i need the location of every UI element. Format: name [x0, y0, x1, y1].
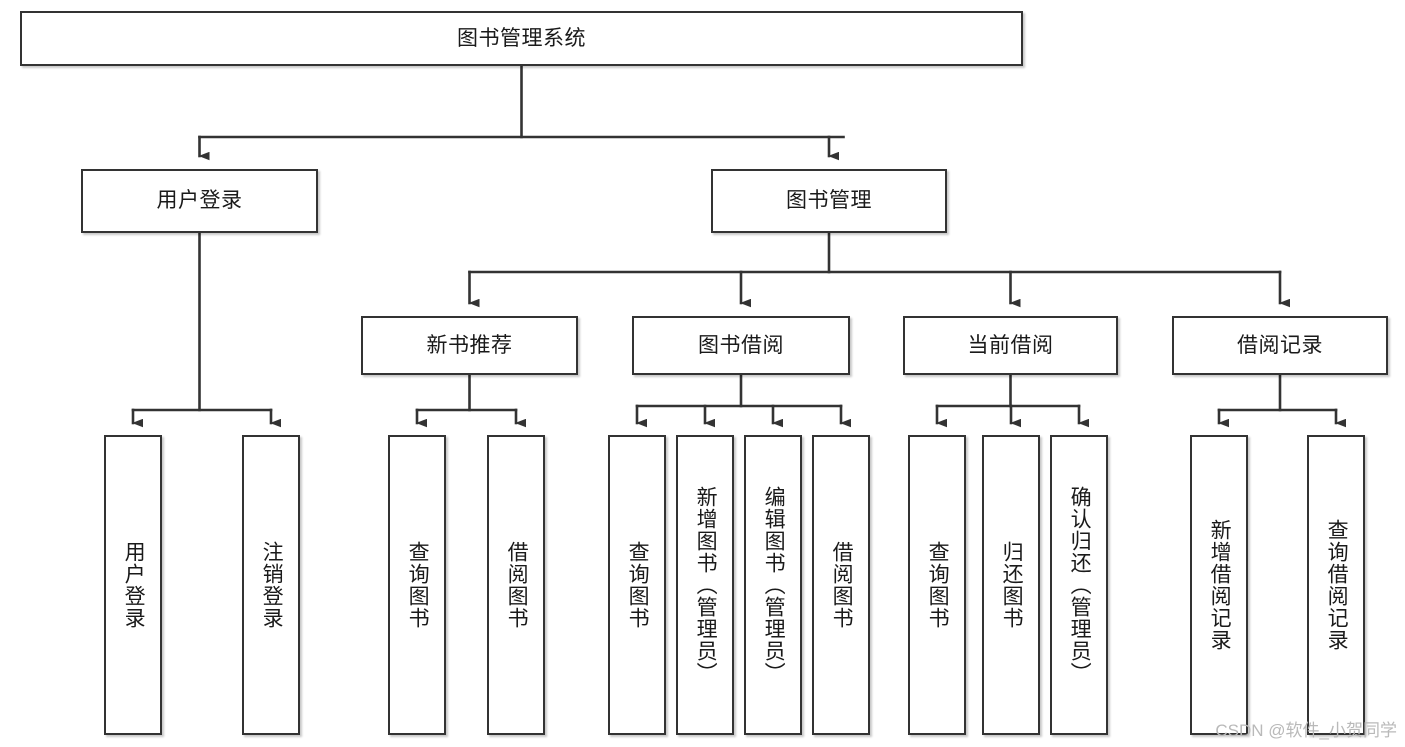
leaf-node[interactable]: 归还图书 — [982, 435, 1040, 735]
leaf-node[interactable]: 编辑图书（管理员） — [744, 435, 802, 735]
node-root-label: 图书管理系统 — [457, 26, 586, 50]
leaf-node[interactable]: 注销登录 — [242, 435, 300, 735]
leaf-node[interactable]: 用户登录 — [104, 435, 162, 735]
leaf-node[interactable]: 确认归还（管理员） — [1050, 435, 1108, 735]
leaf-node-label: 借阅图书 — [505, 541, 529, 629]
leaf-node[interactable]: 查询图书 — [388, 435, 446, 735]
node-root[interactable]: 图书管理系统 — [20, 11, 1023, 66]
leaf-node-label: 查询图书 — [926, 541, 950, 629]
leaf-node-label: 查询图书 — [406, 541, 430, 629]
leaf-node-label: 注销登录 — [260, 541, 284, 629]
leaf-node-label: 查询借阅记录 — [1325, 519, 1349, 651]
leaf-node-label: 确认归还（管理员） — [1068, 486, 1092, 684]
node-current-borrow[interactable]: 当前借阅 — [903, 316, 1118, 375]
leaf-node-label: 借阅图书 — [830, 541, 854, 629]
node-borrow-record[interactable]: 借阅记录 — [1172, 316, 1388, 375]
leaf-node[interactable]: 借阅图书 — [812, 435, 870, 735]
leaf-node[interactable]: 查询图书 — [608, 435, 666, 735]
leaf-node-label: 新增图书（管理员） — [694, 486, 718, 684]
csdn-watermark: CSDN @软件_小贺同学 — [1215, 721, 1397, 740]
node-book-management-label: 图书管理 — [786, 189, 872, 213]
leaf-node-label: 新增借阅记录 — [1208, 519, 1232, 651]
node-user-login-label: 用户登录 — [156, 189, 243, 213]
leaf-node[interactable]: 查询图书 — [908, 435, 966, 735]
leaf-node-label: 用户登录 — [122, 541, 146, 629]
leaf-node[interactable]: 查询借阅记录 — [1307, 435, 1365, 735]
node-user-login[interactable]: 用户登录 — [81, 169, 318, 233]
node-current-borrow-label: 当前借阅 — [967, 333, 1054, 357]
leaf-node[interactable]: 新增图书（管理员） — [676, 435, 734, 735]
node-book-borrow[interactable]: 图书借阅 — [632, 316, 850, 375]
leaf-node-label: 归还图书 — [1000, 541, 1024, 629]
leaf-node-label: 查询图书 — [626, 541, 650, 629]
leaf-node-label: 编辑图书（管理员） — [762, 486, 786, 684]
node-book-borrow-label: 图书借阅 — [698, 333, 784, 357]
node-borrow-record-label: 借阅记录 — [1237, 333, 1323, 357]
node-book-management[interactable]: 图书管理 — [711, 169, 947, 233]
leaf-node[interactable]: 借阅图书 — [487, 435, 545, 735]
leaf-node[interactable]: 新增借阅记录 — [1190, 435, 1248, 735]
node-new-book-recommend[interactable]: 新书推荐 — [361, 316, 578, 375]
node-new-book-recommend-label: 新书推荐 — [426, 333, 513, 357]
